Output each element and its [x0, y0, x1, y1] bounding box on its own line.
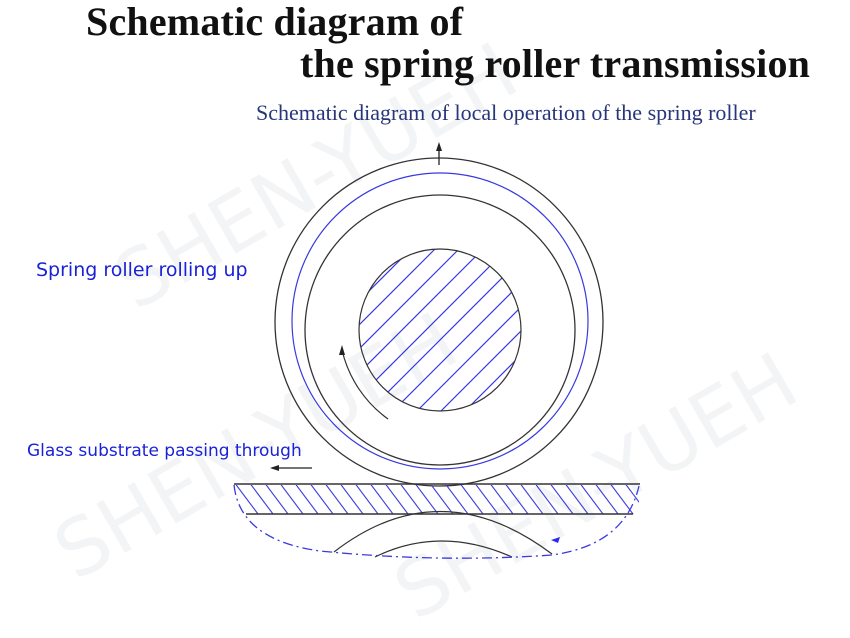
blue-spring-ring	[291, 172, 589, 470]
inner-roller-ring	[304, 194, 576, 466]
rotation-arrow-icon	[339, 345, 389, 420]
page-title-line-1: Schematic diagram of	[86, 0, 464, 44]
diagram-subtitle: Schematic diagram of local operation of …	[256, 100, 756, 125]
label-spring-roller: Spring roller rolling up	[36, 259, 248, 281]
outer-roller-ring	[274, 157, 604, 487]
roller-diagram	[233, 142, 640, 559]
up-arrow-icon	[436, 142, 442, 165]
glass-substrate	[234, 483, 640, 515]
left-arrow-icon	[270, 465, 312, 471]
blue-dashdot-envelope	[233, 484, 640, 559]
lower-roller-arcs	[333, 510, 553, 558]
label-glass-substrate: Glass substrate passing through	[27, 441, 302, 461]
page-title-line-2: the spring roller transmission	[300, 41, 811, 86]
